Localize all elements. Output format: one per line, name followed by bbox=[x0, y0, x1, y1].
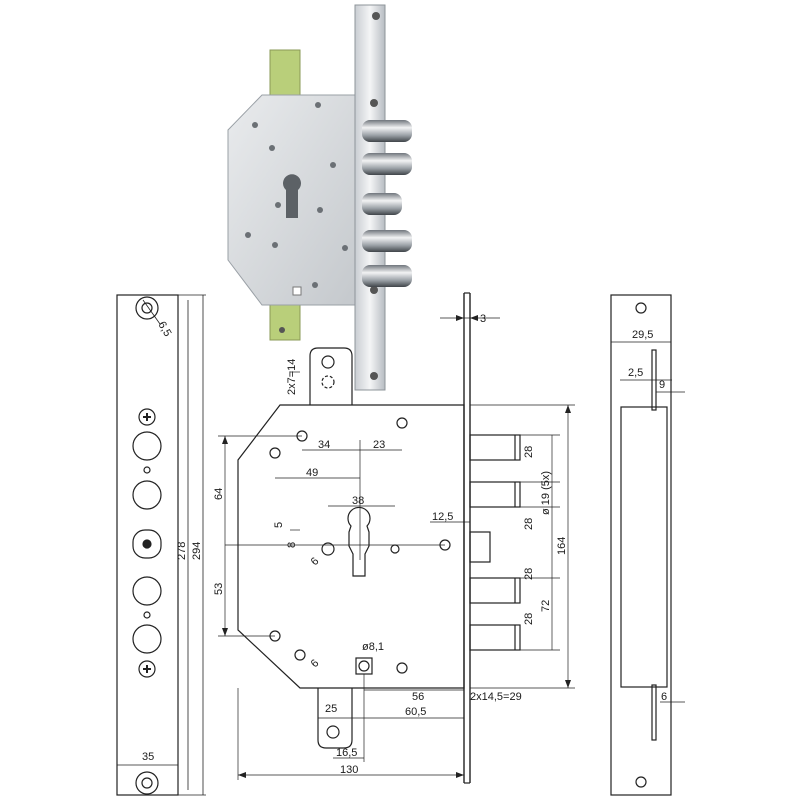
strike-rib bbox=[651, 684, 657, 741]
total-130-label: 130 bbox=[340, 764, 358, 776]
top-23-label: 23 bbox=[373, 439, 385, 451]
cylinder-38-label: 38 bbox=[352, 495, 364, 507]
case-outline bbox=[237, 404, 465, 689]
plate-hole bbox=[372, 12, 380, 20]
thickness-label: 3 bbox=[480, 313, 486, 325]
plate-hole-top-inner bbox=[141, 302, 153, 314]
bolts-render bbox=[362, 120, 412, 287]
front-width-label: 35 bbox=[142, 751, 154, 763]
bolt-28c-label: 28 bbox=[523, 568, 535, 580]
latch-drawing bbox=[469, 531, 491, 563]
dimension-arrows bbox=[222, 315, 571, 778]
lock-side-view bbox=[237, 292, 521, 784]
bolt-28a-label: 28 bbox=[523, 446, 535, 458]
bottom-16-5-label: 16,5 bbox=[336, 747, 357, 759]
cylinder-outline bbox=[347, 506, 371, 577]
strike-2-5-label: 2,5 bbox=[628, 367, 643, 379]
bolt-diameter-label: ø 19 (5x) bbox=[540, 471, 552, 515]
bolt-hole bbox=[132, 624, 162, 654]
bolt bbox=[362, 230, 412, 252]
top-34-label: 34 bbox=[318, 439, 330, 451]
tab-hole bbox=[279, 327, 285, 333]
leader-line bbox=[142, 299, 161, 325]
strike-box bbox=[620, 406, 668, 688]
bottom-56-label: 56 bbox=[412, 691, 424, 703]
strike-29-5-label: 29,5 bbox=[632, 329, 653, 341]
backset-label: 12,5 bbox=[432, 511, 453, 523]
top-49-label: 49 bbox=[306, 467, 318, 479]
front-plate-outline bbox=[116, 294, 179, 796]
height-278-label: 278 bbox=[176, 542, 188, 560]
bolts-drawing bbox=[469, 434, 521, 651]
bolt-28b-label: 28 bbox=[523, 518, 535, 530]
bolt bbox=[362, 120, 412, 142]
plate-hole-bottom-inner bbox=[141, 777, 153, 789]
bolt bbox=[362, 265, 412, 287]
strike-plate-view bbox=[610, 294, 685, 796]
strike-6-label: 6 bbox=[661, 691, 667, 703]
front-plate-view bbox=[116, 294, 206, 796]
plate-screw bbox=[370, 286, 378, 294]
left-53-label: 53 bbox=[213, 583, 225, 595]
bottom-tab bbox=[317, 688, 353, 749]
height-294-label: 294 bbox=[191, 542, 203, 560]
plate-hole-top bbox=[135, 296, 159, 320]
small-hole bbox=[143, 466, 151, 474]
latch bbox=[362, 193, 402, 215]
plate-hole bbox=[370, 372, 378, 380]
lock-product-render bbox=[227, 4, 412, 391]
strike-plate-outline bbox=[610, 294, 672, 796]
bolt bbox=[362, 153, 412, 175]
side-view-dimension-lines bbox=[218, 317, 575, 780]
screw-top bbox=[138, 408, 156, 426]
plate-screw bbox=[370, 99, 378, 107]
bottom-25-label: 25 bbox=[325, 703, 337, 715]
latch-hole bbox=[132, 529, 162, 559]
hole-6b-label: 6 bbox=[309, 657, 322, 670]
bottom-2x-label: 2x14,5=29 bbox=[470, 691, 522, 703]
cylinder-5-label: 5 bbox=[273, 522, 285, 528]
bolt-hole bbox=[132, 431, 162, 461]
spindle-hole bbox=[292, 286, 302, 296]
case-holes bbox=[245, 102, 348, 288]
hole-6a-label: 6 bbox=[309, 555, 322, 568]
bolt-hole bbox=[132, 576, 162, 606]
plate-hole-bottom bbox=[135, 771, 159, 795]
bolt-164-label: 164 bbox=[556, 537, 568, 555]
screw-bottom bbox=[138, 660, 156, 678]
left-64-label: 64 bbox=[213, 488, 225, 500]
top-tab bbox=[309, 347, 353, 405]
front-hole-label: 6,5 bbox=[155, 320, 173, 339]
cylinder-cutout bbox=[282, 174, 301, 218]
tab-holes-label: 2x7=14 bbox=[286, 359, 298, 395]
cylinder-8-label: 8 bbox=[286, 542, 298, 548]
bottom-60-5-label: 60,5 bbox=[405, 706, 426, 718]
bolt-28d-label: 28 bbox=[523, 613, 535, 625]
spindle-label: ø8,1 bbox=[362, 641, 384, 653]
small-hole bbox=[143, 611, 151, 619]
bolt-72-label: 72 bbox=[540, 600, 552, 612]
bolt-hole bbox=[132, 480, 162, 510]
strike-9-label: 9 bbox=[659, 379, 665, 391]
